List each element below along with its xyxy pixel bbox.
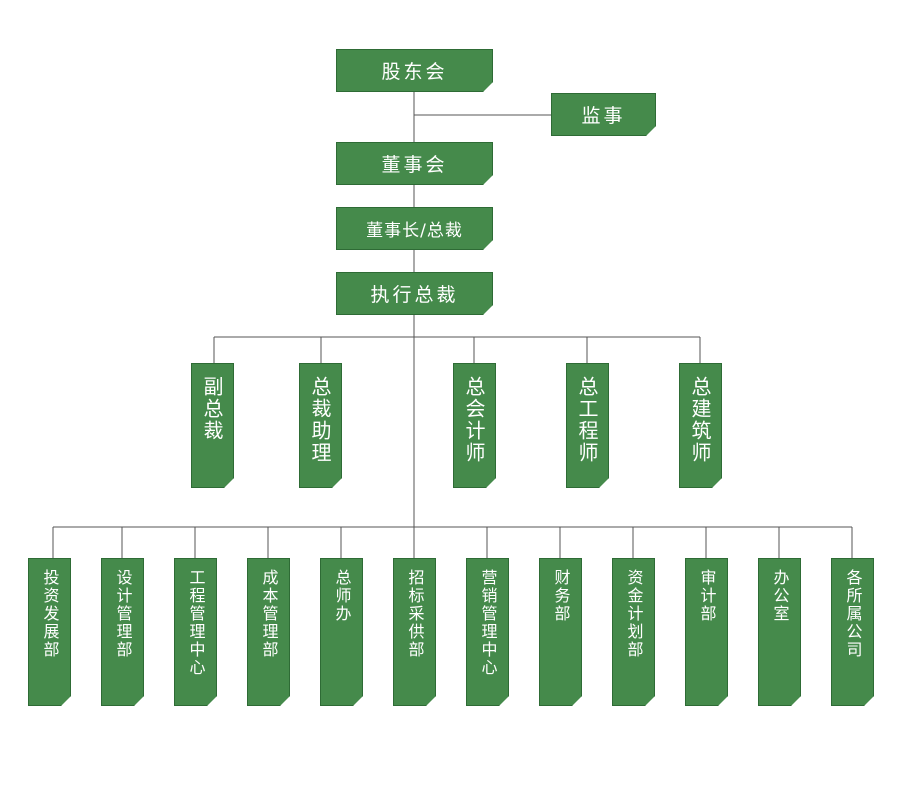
- node-department: 工程管理中心: [174, 558, 217, 706]
- node-label: 资金计划部: [624, 569, 644, 659]
- node-label: 工程管理中心: [186, 569, 206, 677]
- node-label: 审计部: [697, 569, 717, 623]
- node-department: 各所属公司: [831, 558, 874, 706]
- node-department: 设计管理部: [101, 558, 144, 706]
- node-department: 资金计划部: [612, 558, 655, 706]
- node-label: 设计管理部: [113, 569, 133, 659]
- node-officer: 总会计师: [453, 363, 496, 488]
- node-department: 财务部: [539, 558, 582, 706]
- node-department: 投资发展部: [28, 558, 71, 706]
- node-department: 成本管理部: [247, 558, 290, 706]
- node-shareholders: 股东会: [336, 49, 493, 92]
- node-label: 总会计师: [462, 376, 486, 464]
- node-department: 营销管理中心: [466, 558, 509, 706]
- node-label: 董事长/总裁: [366, 221, 463, 241]
- node-label: 董事会: [381, 154, 448, 176]
- node-executive: 执行总裁: [336, 272, 493, 315]
- node-officer: 总工程师: [566, 363, 609, 488]
- node-label: 营销管理中心: [478, 569, 498, 677]
- node-department: 审计部: [685, 558, 728, 706]
- node-label: 执行总裁: [370, 284, 459, 306]
- node-officer: 总裁助理: [299, 363, 342, 488]
- node-department: 办公室: [758, 558, 801, 706]
- node-label: 总裁助理: [308, 376, 332, 464]
- node-officer: 副总裁: [191, 363, 234, 488]
- node-chairman: 董事长/总裁: [336, 207, 493, 250]
- node-label: 总工程师: [575, 376, 599, 464]
- node-label: 办公室: [770, 569, 790, 623]
- node-label: 成本管理部: [259, 569, 279, 659]
- node-label: 投资发展部: [40, 569, 60, 659]
- node-label: 各所属公司: [843, 569, 863, 659]
- node-department: 总师办: [320, 558, 363, 706]
- node-label: 财务部: [551, 569, 571, 623]
- node-supervisor: 监事: [551, 93, 656, 136]
- node-department: 招标采供部: [393, 558, 436, 706]
- node-board: 董事会: [336, 142, 493, 185]
- node-label: 副总裁: [200, 376, 224, 442]
- node-label: 招标采供部: [405, 569, 425, 659]
- node-label: 股东会: [381, 61, 448, 83]
- node-officer: 总建筑师: [679, 363, 722, 488]
- node-label: 总建筑师: [688, 376, 712, 464]
- node-label: 总师办: [332, 569, 352, 623]
- node-label: 监事: [581, 105, 626, 127]
